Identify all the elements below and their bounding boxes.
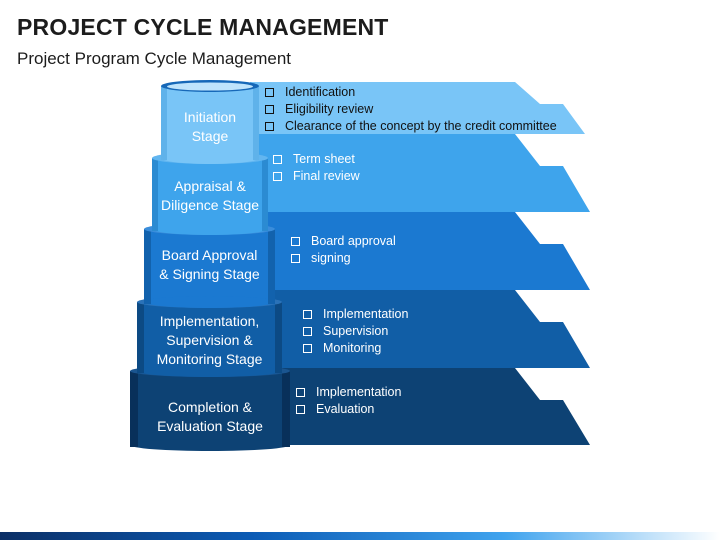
checkbox-icon bbox=[296, 388, 305, 397]
stage-2-bullets: Term sheet Final review bbox=[273, 151, 360, 185]
list-item: Monitoring bbox=[303, 340, 408, 357]
list-item: Supervision bbox=[303, 323, 408, 340]
list-item: Term sheet bbox=[273, 151, 360, 168]
list-item: Final review bbox=[273, 168, 360, 185]
page-subtitle: Project Program Cycle Management bbox=[17, 49, 292, 68]
ribbon-stage-4 bbox=[250, 290, 590, 368]
list-item: Board approval bbox=[291, 233, 396, 250]
stage-5-bullets: Implementation Evaluation bbox=[296, 384, 401, 418]
cylinder-stage-5 bbox=[130, 365, 290, 451]
list-item: Eligibility review bbox=[265, 101, 557, 118]
checkbox-icon bbox=[291, 237, 300, 246]
list-item: Clearance of the concept by the credit c… bbox=[265, 118, 557, 135]
stage-label-initiation: Initiation Stage bbox=[183, 109, 237, 144]
checkbox-icon bbox=[291, 254, 300, 263]
page-title: PROJECT CYCLE MANAGEMENT bbox=[17, 14, 389, 40]
checkbox-icon bbox=[265, 105, 274, 114]
checkbox-icon bbox=[265, 122, 274, 131]
checkbox-icon bbox=[273, 155, 282, 164]
checkbox-icon bbox=[303, 310, 312, 319]
list-item: Implementation bbox=[296, 384, 401, 401]
ribbon-stage-1 bbox=[250, 82, 585, 134]
footer-gradient-bar bbox=[0, 532, 720, 540]
stage-label-appraisal: Appraisal & Diligence Stage bbox=[160, 178, 260, 213]
stage-label-implementation: Implementation, Supervision & Monitoring… bbox=[156, 312, 263, 367]
cylinder-stage-1 bbox=[161, 80, 259, 164]
checkbox-icon bbox=[265, 88, 274, 97]
checkbox-icon bbox=[303, 344, 312, 353]
list-item: Evaluation bbox=[296, 401, 401, 418]
stage-label-completion: Completion & Evaluation Stage bbox=[157, 399, 263, 434]
list-item: signing bbox=[291, 250, 396, 267]
stage-1-bullets: Identification Eligibility review Cleara… bbox=[265, 84, 557, 135]
list-item: Implementation bbox=[303, 306, 408, 323]
stage-3-bullets: Board approval signing bbox=[291, 233, 396, 267]
ribbon-stage-2 bbox=[250, 134, 590, 212]
ribbons bbox=[250, 82, 590, 445]
stage-label-board-approval: Board Approval & Signing Stage bbox=[159, 247, 260, 282]
checkbox-icon bbox=[296, 405, 305, 414]
list-item: Identification bbox=[265, 84, 557, 101]
ribbon-stage-3 bbox=[250, 212, 590, 290]
checkbox-icon bbox=[303, 327, 312, 336]
stage-4-bullets: Implementation Supervision Monitoring bbox=[303, 306, 408, 357]
checkbox-icon bbox=[273, 172, 282, 181]
ribbon-stage-5 bbox=[250, 368, 590, 445]
